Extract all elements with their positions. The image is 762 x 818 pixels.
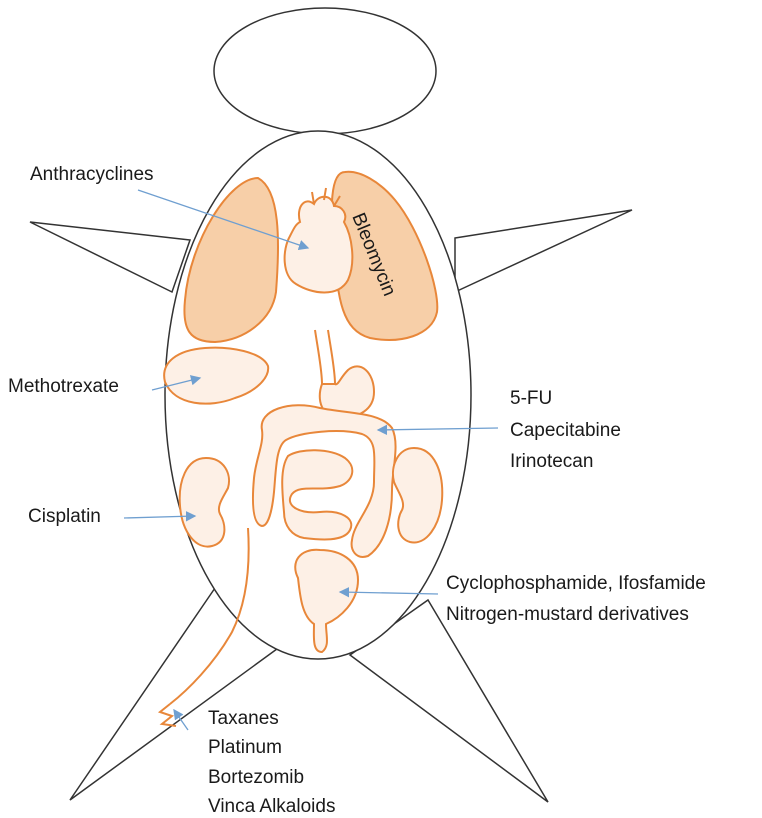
left-lung xyxy=(184,178,278,342)
label-nitrogen-mustard: Nitrogen-mustard derivatives xyxy=(446,604,689,625)
label-bortezomib: Bortezomib xyxy=(208,767,304,788)
label-irinotecan: Irinotecan xyxy=(510,451,593,472)
label-platinum: Platinum xyxy=(208,737,282,758)
right-arm xyxy=(455,210,632,292)
label-cyclophosphamide: Cyclophosphamide, Ifosfamide xyxy=(446,573,706,594)
label-methotrexate: Methotrexate xyxy=(8,376,119,397)
right-kidney xyxy=(393,448,442,543)
label-taxanes: Taxanes xyxy=(208,708,279,729)
label-capecitabine: Capecitabine xyxy=(510,420,621,441)
head xyxy=(214,8,436,134)
label-5fu: 5-FU xyxy=(510,388,552,409)
left-arm xyxy=(30,222,190,292)
label-vinca: Vinca Alkaloids xyxy=(208,796,335,817)
label-anthracyclines: Anthracyclines xyxy=(30,164,154,185)
label-cisplatin: Cisplatin xyxy=(28,506,101,527)
